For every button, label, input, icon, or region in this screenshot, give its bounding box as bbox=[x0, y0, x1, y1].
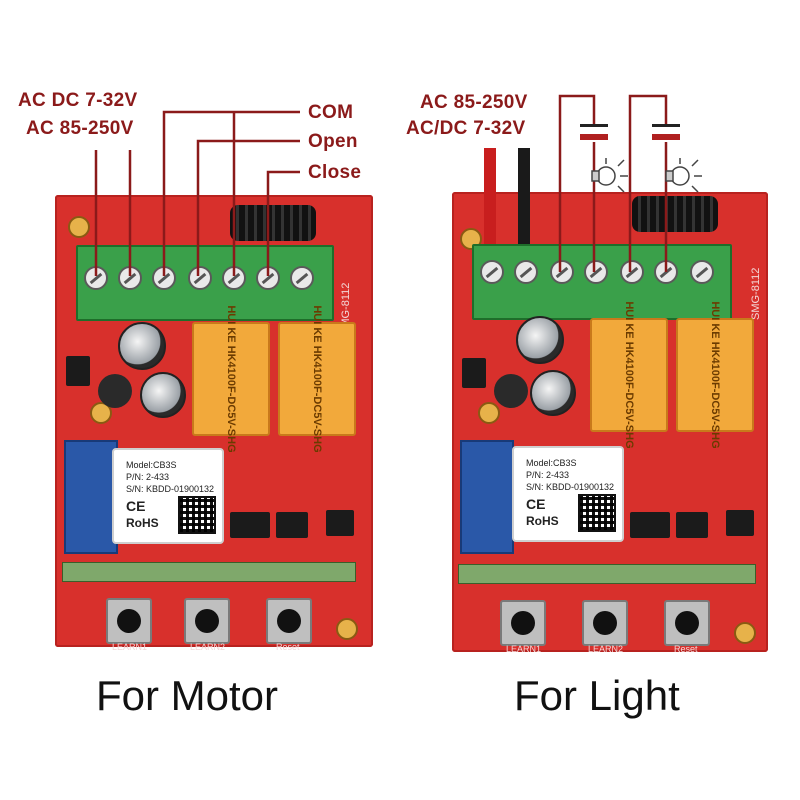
label-com: COM bbox=[308, 102, 354, 123]
label-open: Open bbox=[308, 131, 358, 152]
rohs-mark: RoHS bbox=[526, 514, 559, 528]
learn2-button[interactable] bbox=[184, 598, 230, 644]
reset-label: Reset bbox=[276, 642, 300, 652]
ic-chip bbox=[276, 512, 308, 538]
wire-com bbox=[162, 110, 300, 276]
antenna-coil bbox=[230, 205, 316, 241]
reset-button[interactable] bbox=[266, 598, 312, 644]
rohs-mark: RoHS bbox=[126, 516, 159, 530]
antenna-coil bbox=[632, 196, 718, 232]
wire-open bbox=[196, 139, 300, 276]
label-ac-dc: AC/DC 7-32V bbox=[406, 118, 526, 139]
label-ac-dc: AC DC 7-32V bbox=[18, 90, 138, 111]
relay-1: HUI KE HK4100F-DC5V-SHG bbox=[590, 301, 668, 449]
qr-code bbox=[178, 496, 216, 534]
mount-hole bbox=[68, 216, 90, 238]
capacitor bbox=[516, 316, 564, 364]
module-pn: P/N: 2-433 bbox=[126, 472, 170, 482]
pcb-antenna bbox=[64, 440, 118, 554]
learn2-button[interactable] bbox=[582, 600, 628, 646]
ic-chip bbox=[462, 358, 486, 388]
relay-2: HUI KE HK4100F-DC5V-SHG bbox=[278, 305, 356, 453]
reset-button[interactable] bbox=[664, 600, 710, 646]
ic-chip bbox=[676, 512, 708, 538]
inductor bbox=[98, 374, 132, 408]
terminal-screw bbox=[514, 260, 538, 284]
wire-light1 bbox=[558, 94, 596, 272]
learn2-label: LEARN2 bbox=[588, 644, 624, 654]
light-bulb-icon bbox=[591, 158, 628, 193]
wire-close bbox=[266, 170, 300, 276]
wire-light2 bbox=[628, 94, 668, 272]
inductor bbox=[494, 374, 528, 408]
terminal-screw bbox=[550, 260, 574, 284]
mount-hole bbox=[336, 618, 358, 640]
module-sn: S/N: KBDD-01900132 bbox=[526, 482, 615, 492]
reset-label: Reset bbox=[674, 644, 698, 654]
header-strip bbox=[458, 564, 756, 584]
terminal-screw bbox=[480, 260, 504, 284]
ce-mark: CE bbox=[526, 496, 546, 512]
learn1-label: LEARN1 bbox=[506, 644, 542, 654]
relay-1: HUI KE HK4100F-DC5V-SHG bbox=[192, 305, 270, 453]
capacitor bbox=[530, 370, 576, 416]
wire-black bbox=[518, 148, 530, 244]
terminal-screw bbox=[620, 260, 644, 284]
terminal-screw bbox=[584, 260, 608, 284]
terminal-screw bbox=[690, 260, 714, 284]
caption-light: For Light bbox=[514, 672, 680, 719]
ic-chip bbox=[630, 512, 670, 538]
mount-hole bbox=[90, 402, 112, 424]
label-ac: AC 85-250V bbox=[26, 118, 134, 139]
wire-red bbox=[484, 148, 496, 244]
wifi-module: Model:CB3S P/N: 2-433 S/N: KBDD-01900132… bbox=[512, 446, 624, 542]
ce-mark: CE bbox=[126, 498, 146, 514]
module-pn: P/N: 2-433 bbox=[526, 470, 570, 480]
terminal-screw bbox=[188, 266, 212, 290]
header-strip bbox=[62, 562, 356, 582]
learn2-label: LEARN2 bbox=[190, 642, 226, 652]
capacitor bbox=[140, 372, 186, 418]
module-model: Model:CB3S bbox=[126, 460, 177, 470]
light-bulb-icon bbox=[665, 158, 702, 193]
learn1-button[interactable] bbox=[106, 598, 152, 644]
learn1-button[interactable] bbox=[500, 600, 546, 646]
relay-2: HUI KE HK4100F-DC5V-SHG bbox=[676, 301, 754, 449]
module-sn: S/N: KBDD-01900132 bbox=[126, 484, 215, 494]
ic-chip bbox=[66, 356, 90, 386]
caption-motor: For Motor bbox=[96, 672, 279, 719]
capacitor-symbol-icon bbox=[580, 124, 680, 140]
module-model: Model:CB3S bbox=[526, 458, 577, 468]
qr-code bbox=[578, 494, 616, 532]
learn1-label: LEARN1 bbox=[112, 642, 148, 652]
ic-chip bbox=[326, 510, 354, 536]
label-close: Close bbox=[308, 162, 362, 183]
ic-chip bbox=[230, 512, 270, 538]
wifi-module: Model:CB3S P/N: 2-433 S/N: KBDD-01900132… bbox=[112, 448, 224, 544]
capacitor bbox=[118, 322, 166, 370]
terminal-screw bbox=[290, 266, 314, 290]
mount-hole bbox=[734, 622, 756, 644]
mount-hole bbox=[478, 402, 500, 424]
label-ac: AC 85-250V bbox=[420, 92, 528, 113]
ic-chip bbox=[726, 510, 754, 536]
